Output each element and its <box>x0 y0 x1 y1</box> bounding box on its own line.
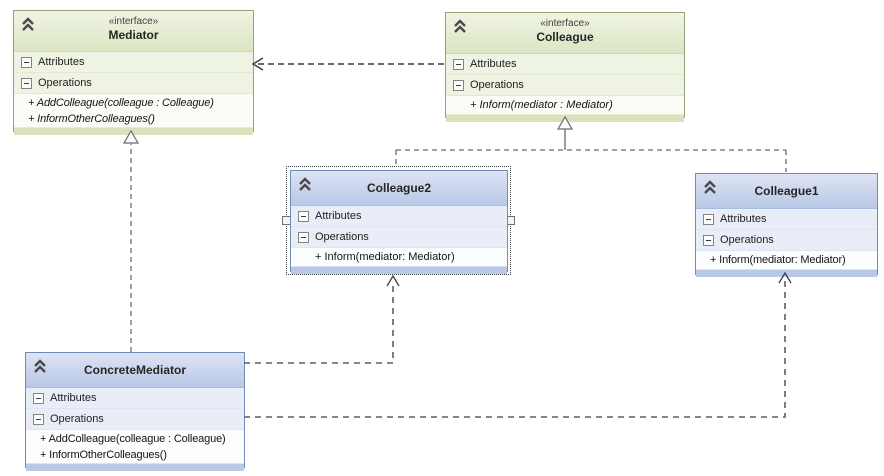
operations-list: + Inform(mediator: Mediator) <box>696 251 877 269</box>
operations-row[interactable]: Operations <box>291 227 507 248</box>
footer-band <box>446 113 684 122</box>
class-title: Colleague <box>536 30 594 44</box>
class-box-colleague1[interactable]: Colleague1 Attributes Operations + Infor… <box>695 173 878 277</box>
attributes-label: Attributes <box>38 56 85 68</box>
dependency-concrete-mediator-to-colleague1[interactable] <box>244 271 792 418</box>
realization-concrete-mediator-to-mediator[interactable] <box>122 129 140 352</box>
stereotype-label: «interface» <box>540 18 590 29</box>
class-header[interactable]: ConcreteMediator <box>26 353 244 388</box>
operations-label: Operations <box>720 234 774 246</box>
operations-row[interactable]: Operations <box>26 409 244 430</box>
footer-band <box>696 268 877 277</box>
attributes-label: Attributes <box>720 213 767 225</box>
operation-item[interactable]: + AddColleague(colleague : Colleague) <box>28 97 214 109</box>
class-header[interactable]: «interface» Colleague <box>446 13 684 54</box>
chevron-double-up-icon[interactable] <box>297 177 313 192</box>
class-box-concrete-mediator[interactable]: ConcreteMediator Attributes Operations +… <box>25 352 245 471</box>
class-title: Colleague1 <box>754 184 819 198</box>
minus-box-icon[interactable] <box>703 234 714 246</box>
attributes-row[interactable]: Attributes <box>291 206 507 227</box>
minus-box-icon[interactable] <box>21 56 32 68</box>
operations-label: Operations <box>38 77 92 89</box>
operation-item[interactable]: + Inform(mediator : Mediator) <box>470 99 613 111</box>
footer-band <box>26 463 244 471</box>
minus-box-icon[interactable] <box>453 79 464 91</box>
operations-list: + AddColleague(colleague : Colleague) + … <box>26 430 244 463</box>
operation-item[interactable]: + InformOtherColleagues() <box>28 112 155 125</box>
attributes-label: Attributes <box>315 210 362 222</box>
operations-list: + Inform(mediator: Mediator) <box>291 248 507 266</box>
operation-item[interactable]: + Inform(mediator: Mediator) <box>315 251 455 263</box>
stereotype-label: «interface» <box>108 16 159 27</box>
attributes-label: Attributes <box>470 58 517 70</box>
operations-row[interactable]: Operations <box>14 73 253 94</box>
operations-list: + AddColleague(colleague : Colleague) + … <box>14 94 253 127</box>
class-title: Mediator <box>108 28 159 42</box>
class-header[interactable]: Colleague2 <box>291 171 507 206</box>
chevron-double-up-icon[interactable] <box>702 180 718 195</box>
dependency-concrete-mediator-to-colleague2[interactable] <box>244 274 400 364</box>
minus-box-icon[interactable] <box>21 77 32 89</box>
operations-label: Operations <box>315 231 369 243</box>
realization-colleagues-to-colleague[interactable] <box>395 115 787 172</box>
attributes-row[interactable]: Attributes <box>26 388 244 409</box>
dependency-colleague-to-mediator[interactable] <box>251 57 444 71</box>
attributes-label: Attributes <box>50 392 97 404</box>
class-title: Colleague2 <box>366 181 432 195</box>
class-box-colleague2[interactable]: Colleague2 Attributes Operations + Infor… <box>290 170 508 274</box>
attributes-row[interactable]: Attributes <box>14 52 253 73</box>
attributes-row[interactable]: Attributes <box>696 209 877 230</box>
operations-label: Operations <box>470 79 524 91</box>
class-box-colleague[interactable]: «interface» Colleague Attributes Operati… <box>445 12 685 122</box>
class-box-mediator[interactable]: «interface» Mediator Attributes Operatio… <box>13 10 254 135</box>
footer-band <box>291 265 507 274</box>
attributes-row[interactable]: Attributes <box>446 54 684 75</box>
operations-list: + Inform(mediator : Mediator) <box>446 96 684 114</box>
chevron-double-up-icon[interactable] <box>20 17 36 32</box>
operations-label: Operations <box>50 413 104 425</box>
operation-item[interactable]: + Inform(mediator: Mediator) <box>710 254 846 266</box>
minus-box-icon[interactable] <box>298 231 309 243</box>
minus-box-icon[interactable] <box>298 210 309 222</box>
class-header[interactable]: «interface» Mediator <box>14 11 253 52</box>
minus-box-icon[interactable] <box>33 413 44 425</box>
minus-box-icon[interactable] <box>453 58 464 70</box>
operation-item[interactable]: + AddColleague(colleague : Colleague) <box>40 433 226 445</box>
operations-row[interactable]: Operations <box>696 230 877 251</box>
chevron-double-up-icon[interactable] <box>452 19 468 34</box>
chevron-double-up-icon[interactable] <box>32 359 48 374</box>
footer-band <box>14 127 253 135</box>
class-header[interactable]: Colleague1 <box>696 174 877 209</box>
minus-box-icon[interactable] <box>703 213 714 225</box>
operations-row[interactable]: Operations <box>446 75 684 96</box>
minus-box-icon[interactable] <box>33 392 44 404</box>
operation-item[interactable]: + InformOtherColleagues() <box>40 448 167 461</box>
class-title: ConcreteMediator <box>83 363 187 377</box>
